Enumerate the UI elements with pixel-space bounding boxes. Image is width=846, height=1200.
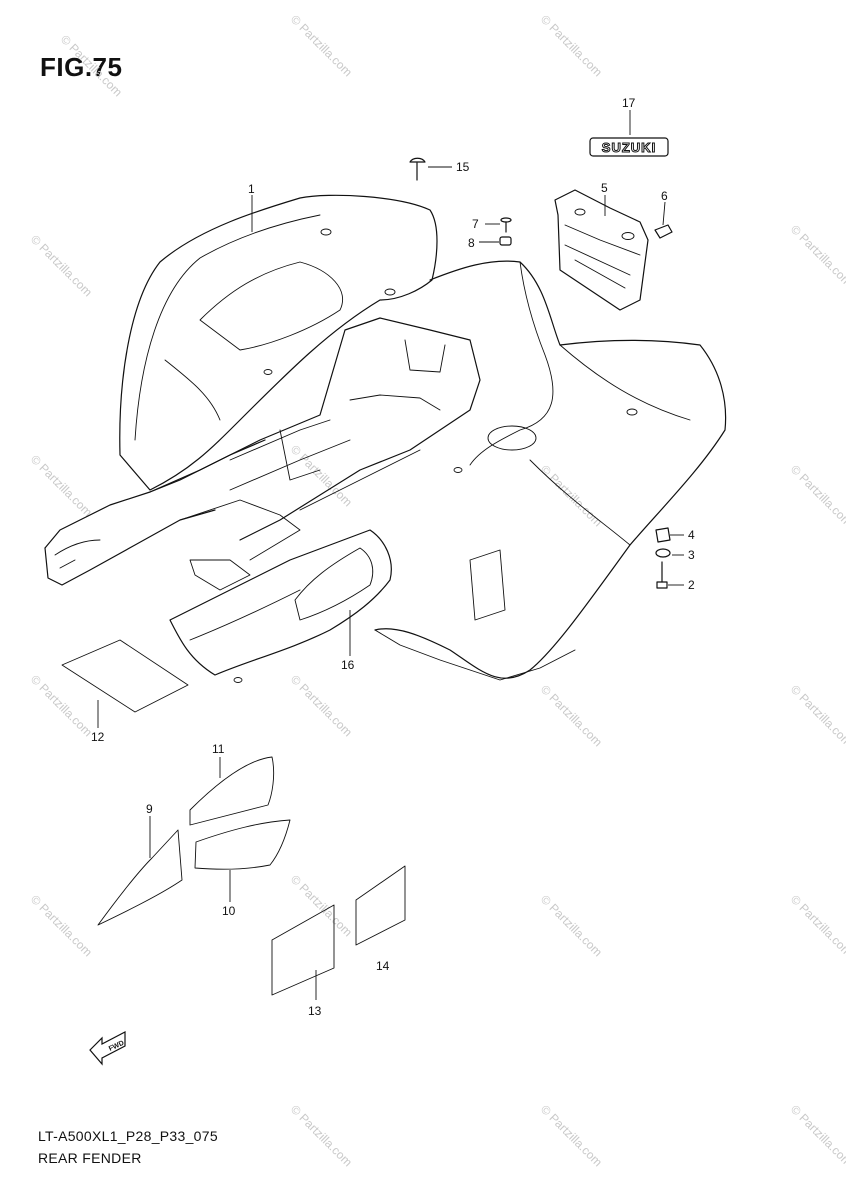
suzuki-logo-text: SUZUKI [602, 140, 656, 155]
callout-13: 13 [308, 1004, 322, 1018]
watermark: © Partzilla.com [788, 462, 846, 529]
callout-12: 12 [91, 730, 105, 744]
callout-2: 2 [688, 578, 695, 592]
watermark: © Partzilla.com [538, 892, 605, 959]
nut-4 [655, 527, 671, 543]
callout-17: 17 [622, 96, 636, 110]
decal-9 [97, 829, 183, 926]
decal-13 [271, 904, 335, 996]
watermark: © Partzilla.com [538, 1102, 605, 1169]
watermark: © Partzilla.com [538, 682, 605, 749]
watermark: © Partzilla.com [538, 12, 605, 79]
leader-lines [97, 110, 684, 1000]
callout-1: 1 [248, 182, 255, 196]
figure-title: FIG.75 [40, 52, 123, 82]
callout-5: 5 [601, 181, 608, 195]
watermark-layer: © Partzilla.com © Partzilla.com © Partzi… [28, 12, 846, 1169]
callout-16: 16 [341, 658, 355, 672]
callout-8: 8 [468, 236, 475, 250]
nut-8 [499, 236, 512, 246]
watermark: © Partzilla.com [788, 682, 846, 749]
watermark: © Partzilla.com [58, 32, 125, 99]
watermark: © Partzilla.com [788, 892, 846, 959]
decal-12 [61, 639, 189, 713]
callout-4: 4 [688, 528, 695, 542]
watermark: © Partzilla.com [538, 462, 605, 529]
screw-7 [500, 217, 512, 233]
watermark: © Partzilla.com [28, 892, 95, 959]
clip-15 [409, 157, 426, 181]
watermark: © Partzilla.com [28, 232, 95, 299]
reflector-bracket-part [554, 189, 649, 311]
callout-11: 11 [212, 742, 225, 756]
callout-6: 6 [661, 189, 668, 203]
forward-arrow-icon: FWD [89, 1031, 126, 1066]
callout-7: 7 [472, 217, 479, 231]
callout-15: 15 [456, 160, 470, 174]
watermark: © Partzilla.com [28, 672, 95, 739]
washer-3 [655, 548, 671, 558]
model-code: LT-A500XL1_P28_P33_075 [38, 1128, 218, 1144]
clip-6 [654, 224, 673, 239]
rear-fender-part [44, 194, 727, 683]
bolt-2 [656, 561, 668, 589]
watermark: © Partzilla.com [788, 222, 846, 289]
suzuki-emblem: SUZUKI [589, 137, 669, 157]
decal-10 [194, 819, 291, 870]
callout-labels: 1 2 3 4 5 6 7 8 9 10 11 12 13 14 15 16 1… [91, 96, 695, 1018]
callout-9: 9 [146, 802, 153, 816]
decal-11 [189, 756, 275, 826]
decal-14 [355, 865, 406, 946]
section-name: REAR FENDER [38, 1150, 142, 1166]
watermark: © Partzilla.com [288, 672, 355, 739]
callout-10: 10 [222, 904, 236, 918]
watermark: © Partzilla.com [28, 452, 95, 519]
watermark: © Partzilla.com [788, 1102, 846, 1169]
watermark: © Partzilla.com [288, 12, 355, 79]
callout-3: 3 [688, 548, 695, 562]
watermark: © Partzilla.com [288, 872, 355, 939]
callout-14: 14 [376, 959, 390, 973]
watermark: © Partzilla.com [288, 1102, 355, 1169]
